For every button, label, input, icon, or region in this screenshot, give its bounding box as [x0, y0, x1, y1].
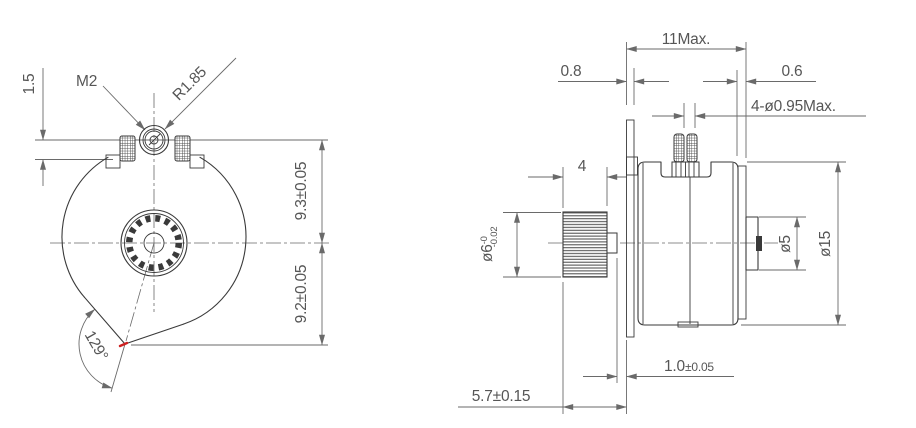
- mounting-plate-edge: [626, 119, 635, 338]
- rear-shaft-tip: [756, 236, 762, 251]
- right-terminal-pin: [686, 133, 698, 163]
- mounting-boss: [138, 124, 170, 156]
- thread-tick: [148, 133, 161, 146]
- dim-11max-label: 11Max.: [662, 31, 710, 48]
- front-centerlines: [50, 93, 332, 342]
- pin-dia-callout: 4-ø0.95Max.: [751, 98, 836, 115]
- front-view: 1.5 M2 R1.85 9.3±0.05 9.2±0.05 129°: [21, 57, 332, 393]
- left-terminal-pin: [673, 133, 685, 163]
- dim-9-2-label: 9.2±0.05: [293, 265, 310, 324]
- gear-teeth-ring: [126, 215, 182, 271]
- dim-0-8-label: 0.8: [561, 63, 582, 80]
- front-dimension-labels: 1.5 M2 R1.85 9.3±0.05 9.2±0.05 129°: [21, 64, 310, 364]
- side-dimension-labels: 11Max. 0.8 0.6 4-ø0.95Max. 4 ø6-0-0.02 ø…: [472, 31, 836, 405]
- pilot-hole-circle: [149, 135, 159, 145]
- rotor-inner-circle: [124, 213, 184, 273]
- shaft-dia-value: ø6: [479, 244, 496, 262]
- shaft-dia-tol-upper: -0: [479, 236, 490, 244]
- angle-reference-leg: [110, 343, 126, 393]
- rotor-outer-circle: [120, 209, 188, 277]
- angle-arc: [78, 308, 113, 389]
- radius-callout-r1-85: R1.85: [170, 64, 211, 105]
- shaft-dia-tol-lower: -0.02: [489, 227, 500, 248]
- dim-9-3-label: 9.3±0.05: [293, 162, 310, 221]
- dim-1-0-tol: ±0.05: [685, 360, 714, 374]
- motor-can-outline: [637, 161, 739, 326]
- thread-major-circle: [142, 128, 166, 152]
- thread-minor-circle: [144, 130, 164, 150]
- left-tab: [105, 154, 121, 169]
- m2-leader-line: [102, 85, 146, 131]
- bottom-tab: [677, 321, 699, 328]
- dim-0-6-label: 0.6: [782, 63, 803, 80]
- vertex-highlight-mark: [118, 341, 129, 348]
- side-body: [562, 119, 762, 338]
- terminal-pins: [671, 133, 700, 178]
- body-outline-right-arc: [182, 156, 247, 325]
- pinion-gear-front: [120, 209, 188, 277]
- body-right-tangent: [124, 323, 185, 345]
- dim-1-5-label: 1.5: [21, 74, 38, 95]
- right-tab: [189, 154, 205, 169]
- pinion-gear-side: [562, 211, 608, 278]
- thread-callout-m2: M2: [76, 73, 97, 90]
- diagonal-centerline: [125, 242, 155, 342]
- rear-hub-dia-label: ø5: [777, 235, 794, 253]
- left-coil-terminal: [119, 135, 136, 162]
- body-outline-left-arc: [61, 156, 109, 298]
- mounting-plate-tab: [626, 156, 638, 176]
- dim-1-0-label: 1.0±0.05: [664, 358, 714, 375]
- boss-outer-circle: [138, 124, 170, 156]
- r1-85-leader-line: [164, 57, 237, 130]
- rear-cover-plate: [737, 165, 747, 320]
- side-view: 11Max. 0.8 0.6 4-ø0.95Max. 4 ø6-0-0.02 ø…: [458, 31, 866, 414]
- body-left-tangent: [83, 296, 126, 345]
- right-coil-terminal: [174, 135, 191, 162]
- shaft-dia-label: ø6-0-0.02: [479, 227, 500, 262]
- dim-1-0-value: 1.0: [664, 358, 686, 375]
- gear-hub-circle: [143, 232, 165, 254]
- body-dia-label: ø15: [817, 231, 834, 257]
- side-dimension-lines: [458, 42, 866, 414]
- shaft-shoulder: [606, 232, 618, 254]
- dim-4-label: 4: [578, 158, 587, 175]
- dim-5-7-label: 5.7±0.15: [472, 388, 531, 405]
- angle-129-label: 129°: [81, 328, 111, 364]
- front-body: [61, 124, 247, 348]
